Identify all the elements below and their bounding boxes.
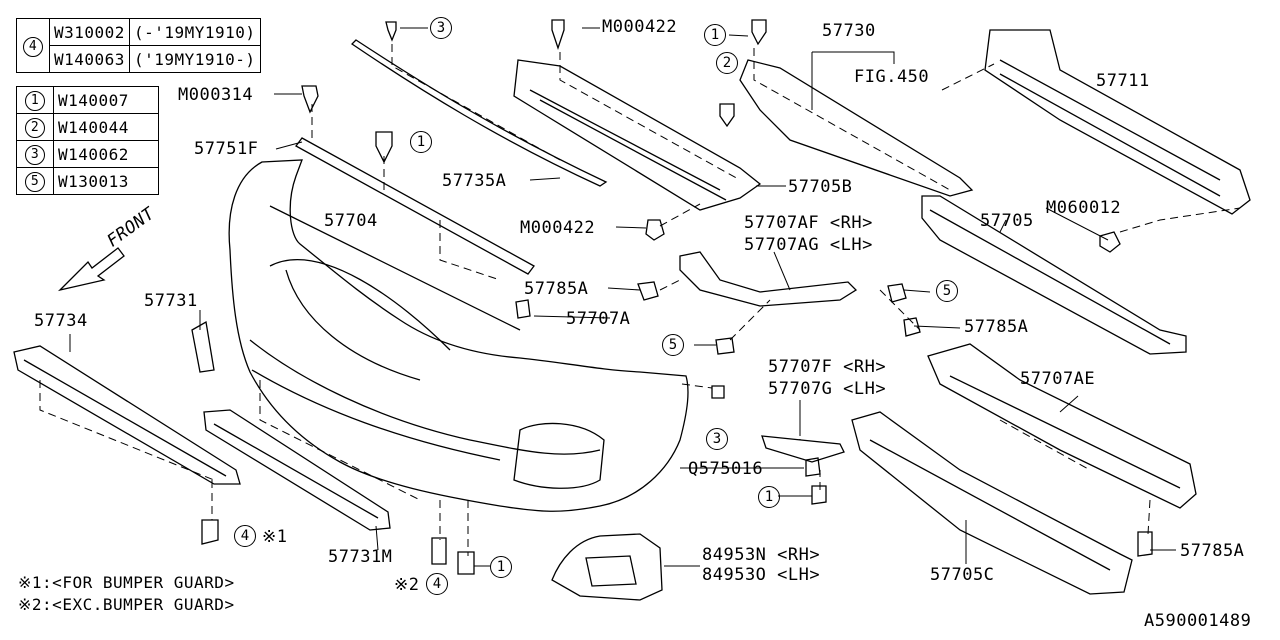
ref-part: W130013: [53, 167, 159, 195]
label-q575016: Q575016: [688, 459, 764, 479]
part-57704-bumper-cover: [228, 159, 689, 512]
part-57707ae-bracket: [927, 343, 1197, 509]
ref-part: W140007: [53, 86, 159, 114]
part-57707af-bracket: [679, 251, 858, 307]
part-57734-guard: [13, 345, 241, 485]
label-57705b: 57705B: [788, 177, 853, 197]
label-57730: 57730: [822, 21, 876, 41]
label-57707a: 57707A: [566, 309, 631, 329]
part-57730-beam: [739, 59, 974, 197]
label-57705c: 57705C: [930, 565, 995, 585]
part-57705b-panel: [513, 59, 762, 211]
label-57711: 57711: [1096, 71, 1150, 91]
note-1: ※1:<FOR BUMPER GUARD>: [18, 572, 235, 594]
part-57731m-grille: [203, 409, 391, 531]
label-57704: 57704: [324, 211, 378, 231]
label-57785a-bottom: 57785A: [1180, 541, 1245, 561]
ref-part: W140063: [49, 45, 130, 73]
callout-3: 3: [706, 428, 728, 450]
callout-4: 4: [426, 573, 448, 595]
callout-1: 1: [25, 91, 45, 111]
fastener-icons: [201, 19, 1153, 575]
note-text: :<FOR BUMPER GUARD>: [42, 573, 235, 592]
part-57711-reinforcement: [984, 29, 1251, 215]
marker-star2: ※2: [394, 575, 420, 595]
ref-range: (-'19MY1910): [128, 18, 261, 46]
marker-star1: ※1: [262, 527, 288, 547]
diagram-id: A590001489: [1144, 611, 1252, 631]
label-57751f: 57751F: [194, 139, 259, 159]
label-57707af: 57707AF <RH>: [744, 213, 873, 233]
callout-3: 3: [25, 145, 45, 165]
label-m000422-top: M000422: [602, 17, 678, 37]
label-57785a-right: 57785A: [964, 317, 1029, 337]
part-57705c-absorber: [851, 411, 1133, 595]
callout-5: 5: [662, 334, 684, 356]
front-arrow-icon: [57, 247, 125, 292]
callout-3: 3: [430, 17, 452, 39]
note-mark: ※2: [18, 595, 43, 614]
label-57785a-left: 57785A: [524, 279, 589, 299]
label-57707g: 57707G <LH>: [768, 379, 887, 399]
part-84953-fog-cover: [551, 533, 663, 601]
callout-2: 2: [716, 52, 738, 74]
label-57707ag: 57707AG <LH>: [744, 235, 873, 255]
label-57735a: 57735A: [442, 171, 507, 191]
label-57707ae: 57707AE: [1020, 369, 1096, 389]
note-mark: ※1: [18, 573, 43, 592]
label-57707f: 57707F <RH>: [768, 357, 887, 377]
ref-part: W140062: [53, 140, 159, 168]
label-84953o: 84953O <LH>: [702, 565, 821, 585]
callout-1: 1: [490, 556, 512, 578]
callout-5: 5: [25, 172, 45, 192]
label-57731: 57731: [144, 291, 198, 311]
ref-part: W310002: [49, 18, 130, 46]
callout-1: 1: [758, 486, 780, 508]
callout-4: 4: [23, 36, 43, 57]
label-57705: 57705: [980, 211, 1034, 231]
note-2: ※2:<EXC.BUMPER GUARD>: [18, 594, 235, 616]
label-57731m: 57731M: [328, 547, 393, 567]
ref-range: ('19MY1910-): [128, 45, 261, 73]
part-57705-absorber: [921, 195, 1187, 355]
callout-1: 1: [704, 24, 726, 46]
callout-2: 2: [25, 118, 45, 138]
part-57751f-bracket: [295, 137, 535, 275]
label-84953n: 84953N <RH>: [702, 545, 821, 565]
label-m000422-mid: M000422: [520, 218, 596, 238]
note-text: :<EXC.BUMPER GUARD>: [42, 595, 235, 614]
callout-4: 4: [234, 525, 256, 547]
label-m060012: M060012: [1046, 198, 1122, 218]
ref-part: W140044: [53, 113, 159, 141]
callout-5: 5: [936, 280, 958, 302]
part-57707f-bracket: [761, 435, 845, 463]
callout-1: 1: [410, 131, 432, 153]
part-57735a-strip: [350, 39, 608, 187]
ref-table-main: 1 W140007 2 W140044 3 W140062 5 W130013: [16, 86, 159, 195]
label-57734: 57734: [34, 311, 88, 331]
label-m000314: M000314: [178, 85, 254, 105]
label-fig450: FIG.450: [854, 67, 930, 87]
ref-table-4: 4 W310002 (-'19MY1910) W140063 ('19MY191…: [16, 18, 261, 73]
part-57731-cover: [191, 320, 215, 373]
